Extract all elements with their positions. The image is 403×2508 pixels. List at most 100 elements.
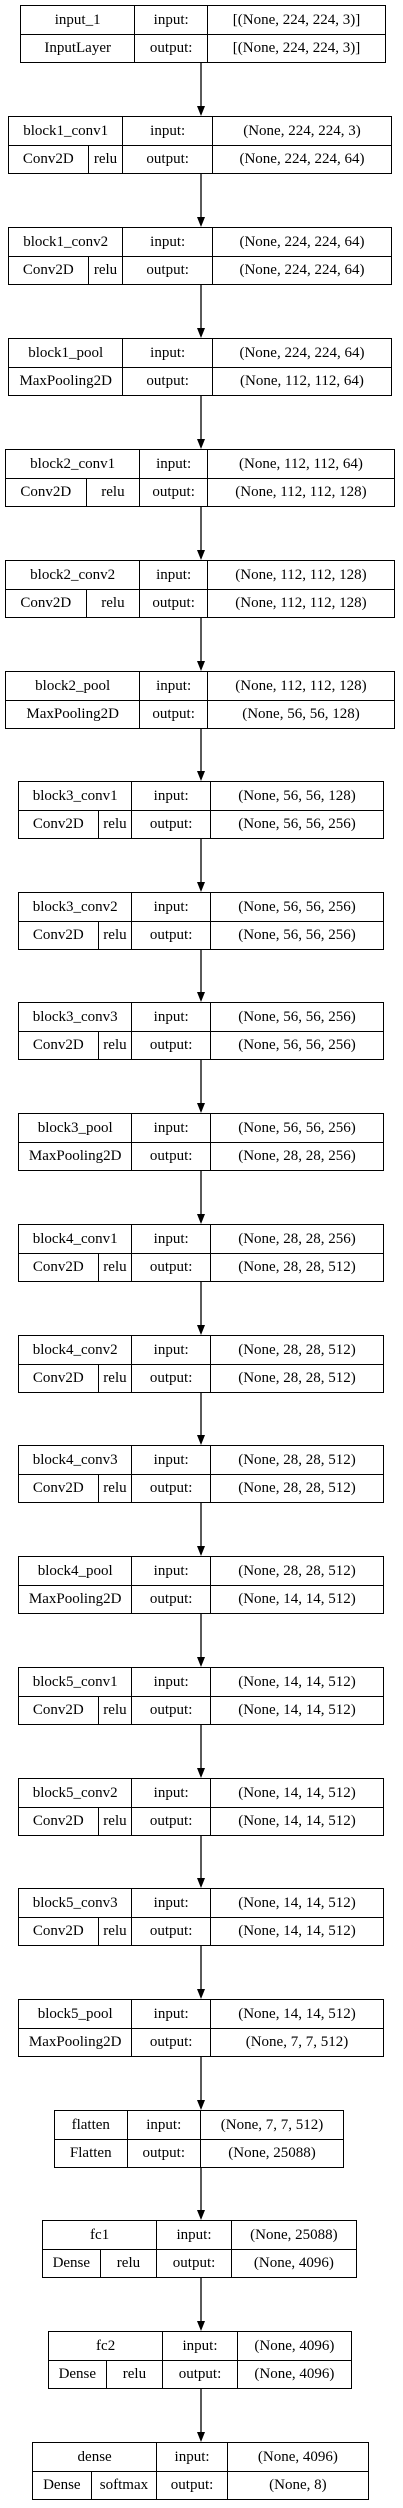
layer-header-row: block5_conv2 input:(None, 14, 14, 512) [19,1779,383,1808]
output-shape: (None, 28, 28, 512) [209,1474,383,1502]
output-label: output: [122,256,212,284]
arrow-head-icon [197,1435,205,1445]
input-shape: (None, 4096) [226,2443,368,2471]
layer-type: Conv2D [22,150,74,167]
layer-type: Conv2D [20,594,72,611]
layer-activation: relu [85,589,140,617]
layer-name: block2_pool [35,677,111,694]
input-label: input: [131,893,210,921]
layer-type: InputLayer [44,39,111,56]
output-shape: (None, 28, 28, 512) [209,1253,383,1281]
layer-node-block5-conv2: block5_conv2 input:(None, 14, 14, 512) Con… [18,1778,384,1836]
output-label: output: [131,1917,210,1945]
layer-name: block4_conv1 [32,1230,118,1247]
arrow-head-icon [197,2432,205,2442]
layer-type: Conv2D [32,1369,84,1386]
layer-activation: relu [85,478,140,506]
input-shape: (None, 224, 224, 64) [211,228,391,256]
output-label: output: [122,145,212,173]
layer-name: input_1 [54,11,101,28]
input-label: input: [139,450,207,478]
arrow-head-icon [197,106,205,116]
layer-name: block5_conv3 [32,1894,118,1911]
layer-name: block1_conv2 [23,233,109,250]
output-shape: (None, 14, 14, 512) [209,1807,383,1835]
input-shape: (None, 28, 28, 256) [209,1225,383,1253]
layer-activation: relu [87,145,123,173]
input-shape: (None, 112, 112, 128) [206,672,394,700]
output-shape: (None, 4096) [230,2249,356,2277]
layer-type: Conv2D [32,815,84,832]
layer-type: Dense [43,2476,81,2493]
arrow-head-icon [197,1768,205,1778]
output-shape: [(None, 224, 224, 3)] [206,34,385,62]
arrow-head-icon [197,328,205,338]
output-label: output: [131,1585,210,1613]
layer-activation: relu [97,1696,132,1724]
layer-header-row: block3_conv2 input:(None, 56, 56, 256) [19,893,383,922]
input-label: input: [131,1779,210,1807]
layer-name: block5_conv2 [32,1784,118,1801]
output-shape: (None, 56, 56, 128) [206,700,394,728]
arrow-head-icon [197,217,205,227]
output-shape: (None, 112, 112, 128) [206,589,394,617]
input-label: input: [122,117,212,145]
arrow-head-icon [197,661,205,671]
layer-type: Conv2D [32,926,84,943]
output-shape: (None, 7, 7, 512) [209,2028,383,2056]
layer-type: Dense [58,2365,97,2382]
input-label: input: [131,2000,210,2028]
output-shape: (None, 112, 112, 64) [211,367,391,395]
input-shape: (None, 14, 14, 512) [209,1779,383,1807]
input-shape: (None, 56, 56, 256) [209,893,383,921]
layer-type: Conv2D [32,1036,84,1053]
layer-type: Conv2D [32,1812,84,1829]
layer-type: Conv2D [32,1701,84,1718]
input-label: input: [139,672,207,700]
output-label: output: [131,1696,210,1724]
output-label: output: [134,34,207,62]
input-label: input: [131,1446,210,1474]
layer-type: MaxPooling2D [28,1590,122,1607]
output-label: output: [162,2360,237,2388]
arrow-head-icon [197,1214,205,1224]
layer-name: block5_pool [37,2005,113,2022]
output-label: output: [131,1364,210,1392]
output-label: output: [156,2249,231,2277]
layer-name: block3_conv2 [32,898,118,915]
output-label: output: [131,1253,210,1281]
output-shape: (None, 14, 14, 512) [209,1585,383,1613]
layer-name: block3_conv1 [32,787,118,804]
layer-type: Flatten [69,2144,112,2161]
arrow-head-icon [197,439,205,449]
layer-type: Dense [52,2254,91,2271]
output-label: output: [131,1807,210,1835]
arrow-head-icon [197,1657,205,1667]
layer-type: MaxPooling2D [28,1147,122,1164]
arrow-head-icon [197,550,205,560]
layer-activation: softmax [90,2471,157,2499]
output-shape: (None, 8) [226,2471,368,2499]
output-shape: (None, 56, 56, 256) [209,1031,383,1059]
layer-type: MaxPooling2D [28,2033,122,2050]
layer-activation: relu [97,1253,132,1281]
